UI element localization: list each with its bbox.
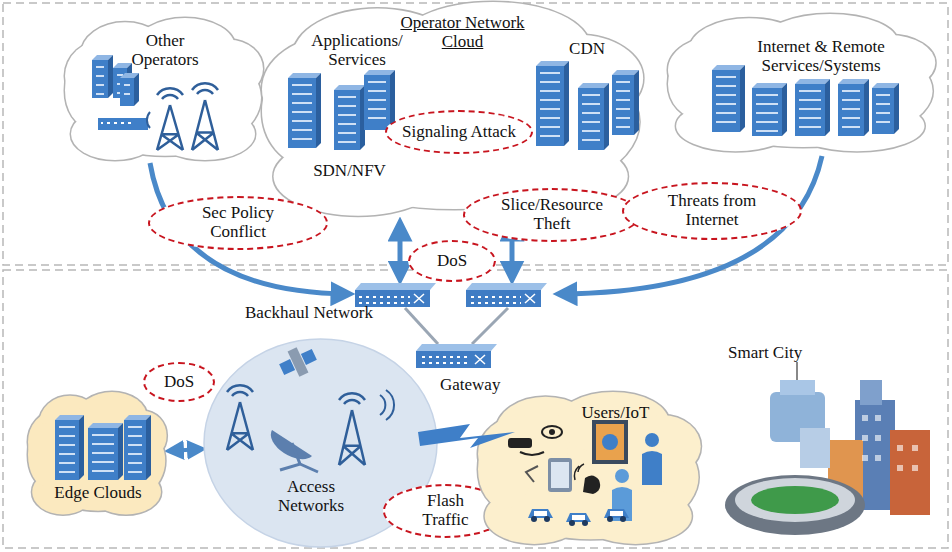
threat-label: Slice/Resource Theft: [492, 196, 612, 233]
threat-label: Flash Traffic: [416, 492, 476, 529]
region-label: Edge Clouds: [48, 484, 148, 503]
region-frames: [3, 3, 948, 548]
region-label: Users/IoT: [573, 404, 658, 423]
smart-city: [725, 362, 930, 535]
threat-label: Sec Policy Conflict: [188, 204, 288, 241]
part-label: Gateway: [440, 376, 500, 395]
threat-label: Signaling Attack: [402, 123, 516, 142]
region-label: Applications/ Services: [302, 32, 412, 69]
threat-ellipse: DoS: [408, 240, 496, 282]
region-label: SDN/NFV: [307, 162, 392, 181]
cloud-region: Users/IoT: [478, 392, 703, 547]
region-label: Access Networks: [271, 478, 351, 515]
threat-ellipse: Sec Policy Conflict: [148, 196, 328, 249]
region-label: Other Operators: [125, 32, 205, 69]
threat-ellipse: DoS: [143, 362, 215, 402]
threat-ellipse: Signaling Attack: [385, 110, 533, 154]
switch-links: [405, 308, 508, 344]
region-label: Internet & Remote Services/Systems: [736, 38, 906, 75]
cloud-region: Edge Clouds: [28, 392, 168, 517]
cloud-region: Internet & Remote Services/Systems: [668, 14, 938, 154]
region-label: CDN: [562, 40, 612, 59]
cloud-region: Operator Network CloudApplications/ Serv…: [262, 2, 647, 220]
part-label: Smart City: [728, 344, 802, 363]
region-label: Operator Network Cloud: [380, 14, 545, 51]
threat-ellipse: Threats from Internet: [622, 182, 802, 240]
threat-label: DoS: [437, 252, 467, 271]
threat-label: DoS: [164, 373, 194, 392]
threat-label: Threats from Internet: [657, 192, 767, 229]
connector-arrow: [170, 449, 201, 451]
threat-ellipse: Slice/Resource Theft: [463, 188, 641, 241]
part-label: Backhaul Network: [245, 304, 373, 323]
cloud-region: Other Operators: [65, 18, 265, 163]
